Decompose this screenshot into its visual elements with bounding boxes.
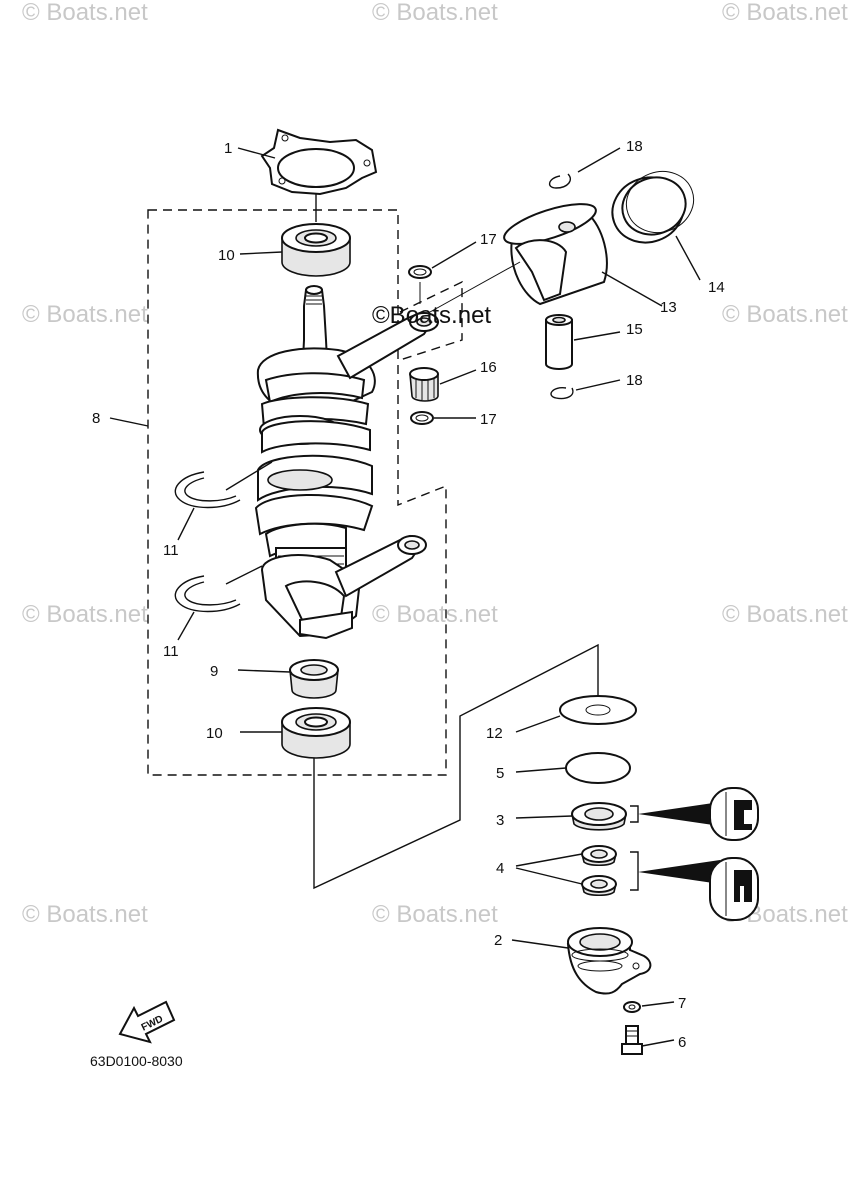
part-gasket-1 [260, 128, 378, 196]
part-oil-seal-9 [289, 659, 339, 699]
part-oil-seal-4-upper [581, 845, 617, 867]
callout-2: 2 [494, 932, 502, 949]
callout-8: 8 [92, 410, 100, 427]
watermark: © Boats.net [372, 601, 498, 628]
callout-16: 16 [480, 359, 497, 376]
callout-3: 3 [496, 812, 504, 829]
callout-18-upper: 18 [626, 138, 643, 155]
callout-18-lower: 18 [626, 372, 643, 389]
detail-seal-3-orientation [709, 787, 759, 841]
callout-15: 15 [626, 321, 643, 338]
callout-9: 9 [210, 663, 218, 680]
callout-4: 4 [496, 860, 504, 877]
watermark: © Boats.net [22, 601, 148, 628]
callout-17-lower: 17 [480, 411, 497, 428]
part-needle-bearing-16 [409, 367, 439, 402]
callout-13: 13 [660, 299, 677, 316]
part-plate-12 [559, 695, 637, 725]
pointer-seal-3 [638, 802, 720, 826]
lower-assembly-leader [313, 643, 599, 890]
watermark: © Boats.net [372, 0, 498, 26]
part-piston-13 [503, 203, 608, 306]
watermark-grid: © Boats.net © Boats.net © Boats.net © Bo… [22, 0, 848, 928]
part-washer-17-upper [408, 265, 432, 279]
watermark: © Boats.net [372, 901, 498, 928]
bracket-seal-3 [630, 805, 639, 823]
part-oil-seal-4-lower [581, 875, 617, 897]
part-piston-rings-14 [611, 171, 695, 244]
part-bearing-10-lower [281, 707, 351, 759]
watermark-main: ©Boats.net [372, 302, 491, 329]
part-clip-18-lower [550, 387, 574, 400]
watermark: © Boats.net [22, 301, 148, 328]
part-oil-seal-3 [571, 802, 627, 831]
part-washer-7 [623, 1001, 641, 1013]
callout-1: 1 [224, 140, 232, 157]
diagram-code: 63D0100-8030 [90, 1053, 183, 1069]
fwd-arrow-icon: FWD [118, 1000, 176, 1044]
callout-17-upper: 17 [480, 231, 497, 248]
part-o-ring-5 [565, 752, 631, 784]
part-piston-pin-15 [545, 314, 573, 370]
bracket-seal-4 [630, 851, 639, 891]
callout-10-lower: 10 [206, 725, 223, 742]
callout-10-upper: 10 [218, 247, 235, 264]
part-bolt-6 [621, 1025, 643, 1055]
part-ring-11-lower [174, 575, 241, 613]
watermark: © Boats.net [22, 901, 148, 928]
callout-5: 5 [496, 765, 504, 782]
conrod-dashed-box [399, 280, 463, 361]
leader-lines [109, 147, 701, 1047]
callout-11-upper: 11 [163, 542, 179, 559]
watermark: © Boats.net [722, 0, 848, 26]
part-ring-11-upper [174, 471, 241, 509]
part-housing-2 [566, 927, 652, 995]
callout-14: 14 [708, 279, 725, 296]
callout-12: 12 [486, 725, 503, 742]
callout-11-lower: 11 [163, 643, 179, 660]
callout-7: 7 [678, 995, 686, 1012]
watermark: © Boats.net [22, 0, 148, 26]
part-washer-17-lower [410, 411, 434, 425]
watermark: © Boats.net [722, 601, 848, 628]
detail-seal-4-orientation [709, 857, 759, 921]
callout-6: 6 [678, 1034, 686, 1051]
part-bearing-10-upper [281, 223, 351, 277]
pointer-seal-4 [638, 860, 720, 884]
watermark: © Boats.net [722, 301, 848, 328]
part-clip-18-upper [549, 173, 572, 189]
part-crankshaft-8 [254, 285, 439, 640]
